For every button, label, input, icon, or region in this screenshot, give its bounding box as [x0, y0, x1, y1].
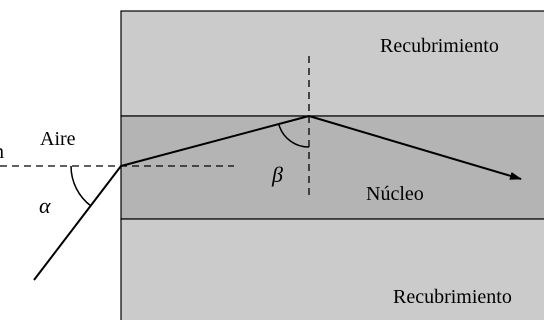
beta-angle-arc — [278, 124, 310, 148]
cladding-top-label: Recubrimiento — [380, 35, 499, 57]
core-region — [120, 115, 544, 220]
alpha-label: α — [39, 193, 51, 218]
alpha-angle-arc — [70, 165, 92, 207]
edge-mark-label: n — [0, 141, 4, 163]
beta-label: β — [271, 162, 283, 187]
air-label: Aire — [40, 128, 76, 150]
incident-ray — [33, 165, 122, 281]
refracted-ray — [120, 115, 310, 167]
cladding-bottom-label: Recubrimiento — [393, 286, 512, 308]
cladding-bottom-region — [120, 218, 544, 320]
cladding-top-region — [120, 10, 544, 117]
core-label: Núcleo — [366, 183, 424, 205]
reflected-ray-arrow — [308, 115, 522, 180]
